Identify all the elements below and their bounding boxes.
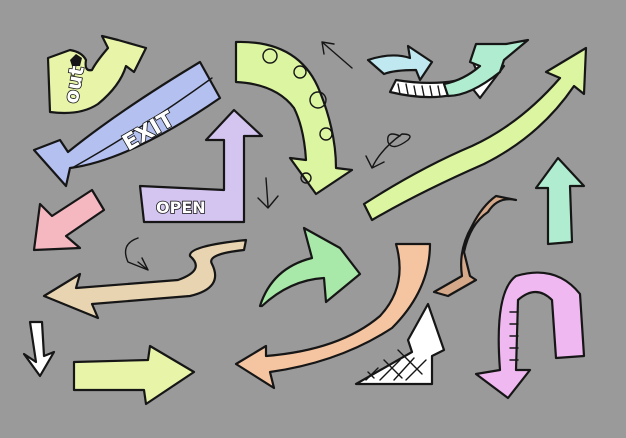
orange-curve-arrow	[234, 242, 432, 390]
pink-arrow	[32, 188, 106, 252]
out-arrow: out	[46, 34, 148, 115]
sky-hook-arrow	[366, 44, 434, 82]
yellow-right-arrow	[72, 344, 196, 406]
hatched-triangle-arrow	[354, 302, 446, 386]
hook-arrow	[124, 237, 149, 271]
small-down-arrow	[257, 177, 279, 209]
mint-up-arrow	[534, 156, 586, 246]
squiggle-arrow	[365, 133, 411, 169]
magenta-u-arrow	[474, 271, 586, 400]
open-arrow: OPEN	[138, 108, 264, 224]
long-diagonal-arrow	[362, 46, 588, 222]
brown-arrow	[432, 194, 518, 298]
hatched-arrow	[388, 38, 530, 100]
wavy-arrow	[42, 238, 248, 320]
polka-dot-arrow	[234, 40, 354, 196]
outline-down-arrow	[22, 320, 56, 378]
small-outline-arrow	[321, 41, 353, 69]
out-label: out	[59, 64, 89, 106]
open-label: OPEN	[156, 198, 206, 217]
green-curve-arrow	[258, 226, 362, 308]
